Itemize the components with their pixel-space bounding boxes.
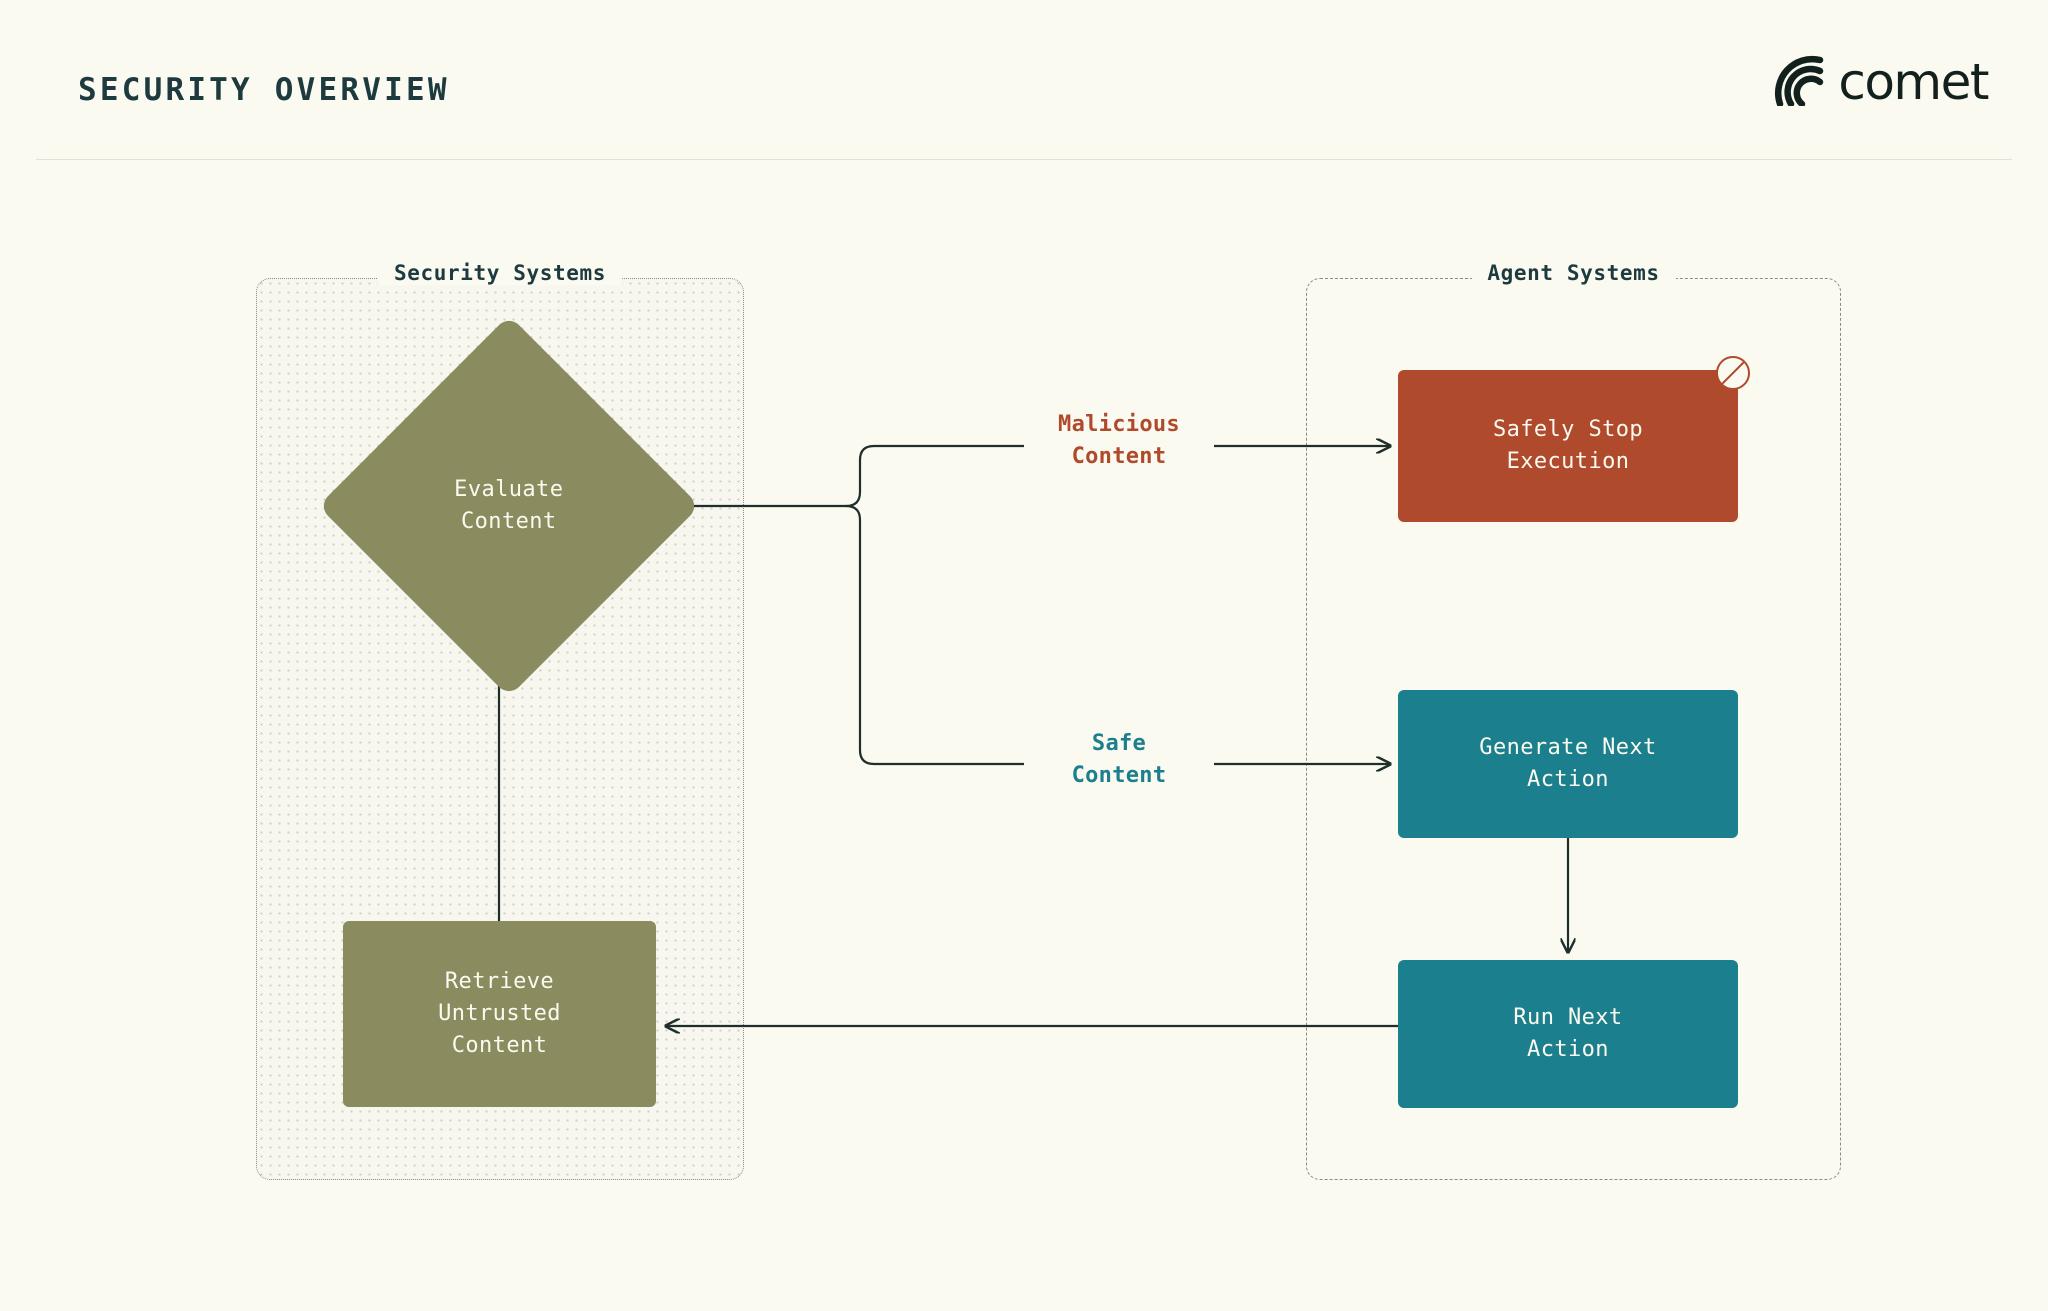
comet-logo-text: comet <box>1838 53 1989 111</box>
node-retrieve-untrusted-content-label: Retrieve Untrusted Content <box>438 968 561 1059</box>
page-header: SECURITY OVERVIEW comet <box>0 0 2048 160</box>
group-agent-systems-label: Agent Systems <box>1471 261 1676 285</box>
prohibition-icon <box>1716 356 1750 390</box>
edge-label-malicious-content: Malicious Content <box>1024 409 1214 473</box>
edge-branch-malicious <box>844 444 1026 508</box>
node-safely-stop-execution-label: Safely Stop Execution <box>1492 416 1644 474</box>
node-generate-next-action-label: Generate Next Action <box>1479 734 1657 792</box>
node-safely-stop-execution[interactable]: Safely Stop Execution <box>1398 356 1750 522</box>
edge-branch-safe <box>844 504 1026 766</box>
comet-arcs-icon <box>1775 55 1824 106</box>
group-security-systems-label: Security Systems <box>378 261 622 285</box>
node-retrieve-untrusted-content[interactable]: Retrieve Untrusted Content <box>343 921 656 1107</box>
edge-label-safe-content: Safe Content <box>1024 728 1214 792</box>
header-divider <box>36 159 2012 160</box>
node-generate-next-action[interactable]: Generate Next Action <box>1398 690 1738 838</box>
page-title: SECURITY OVERVIEW <box>78 72 450 108</box>
node-run-next-action[interactable]: Run Next Action <box>1398 960 1738 1108</box>
node-evaluate-content-label: Evaluate Content <box>454 476 564 534</box>
node-run-next-action-label: Run Next Action <box>1513 1004 1623 1062</box>
group-agent-systems: Agent Systems <box>1306 261 1841 1180</box>
comet-logo: comet <box>1774 50 1989 111</box>
